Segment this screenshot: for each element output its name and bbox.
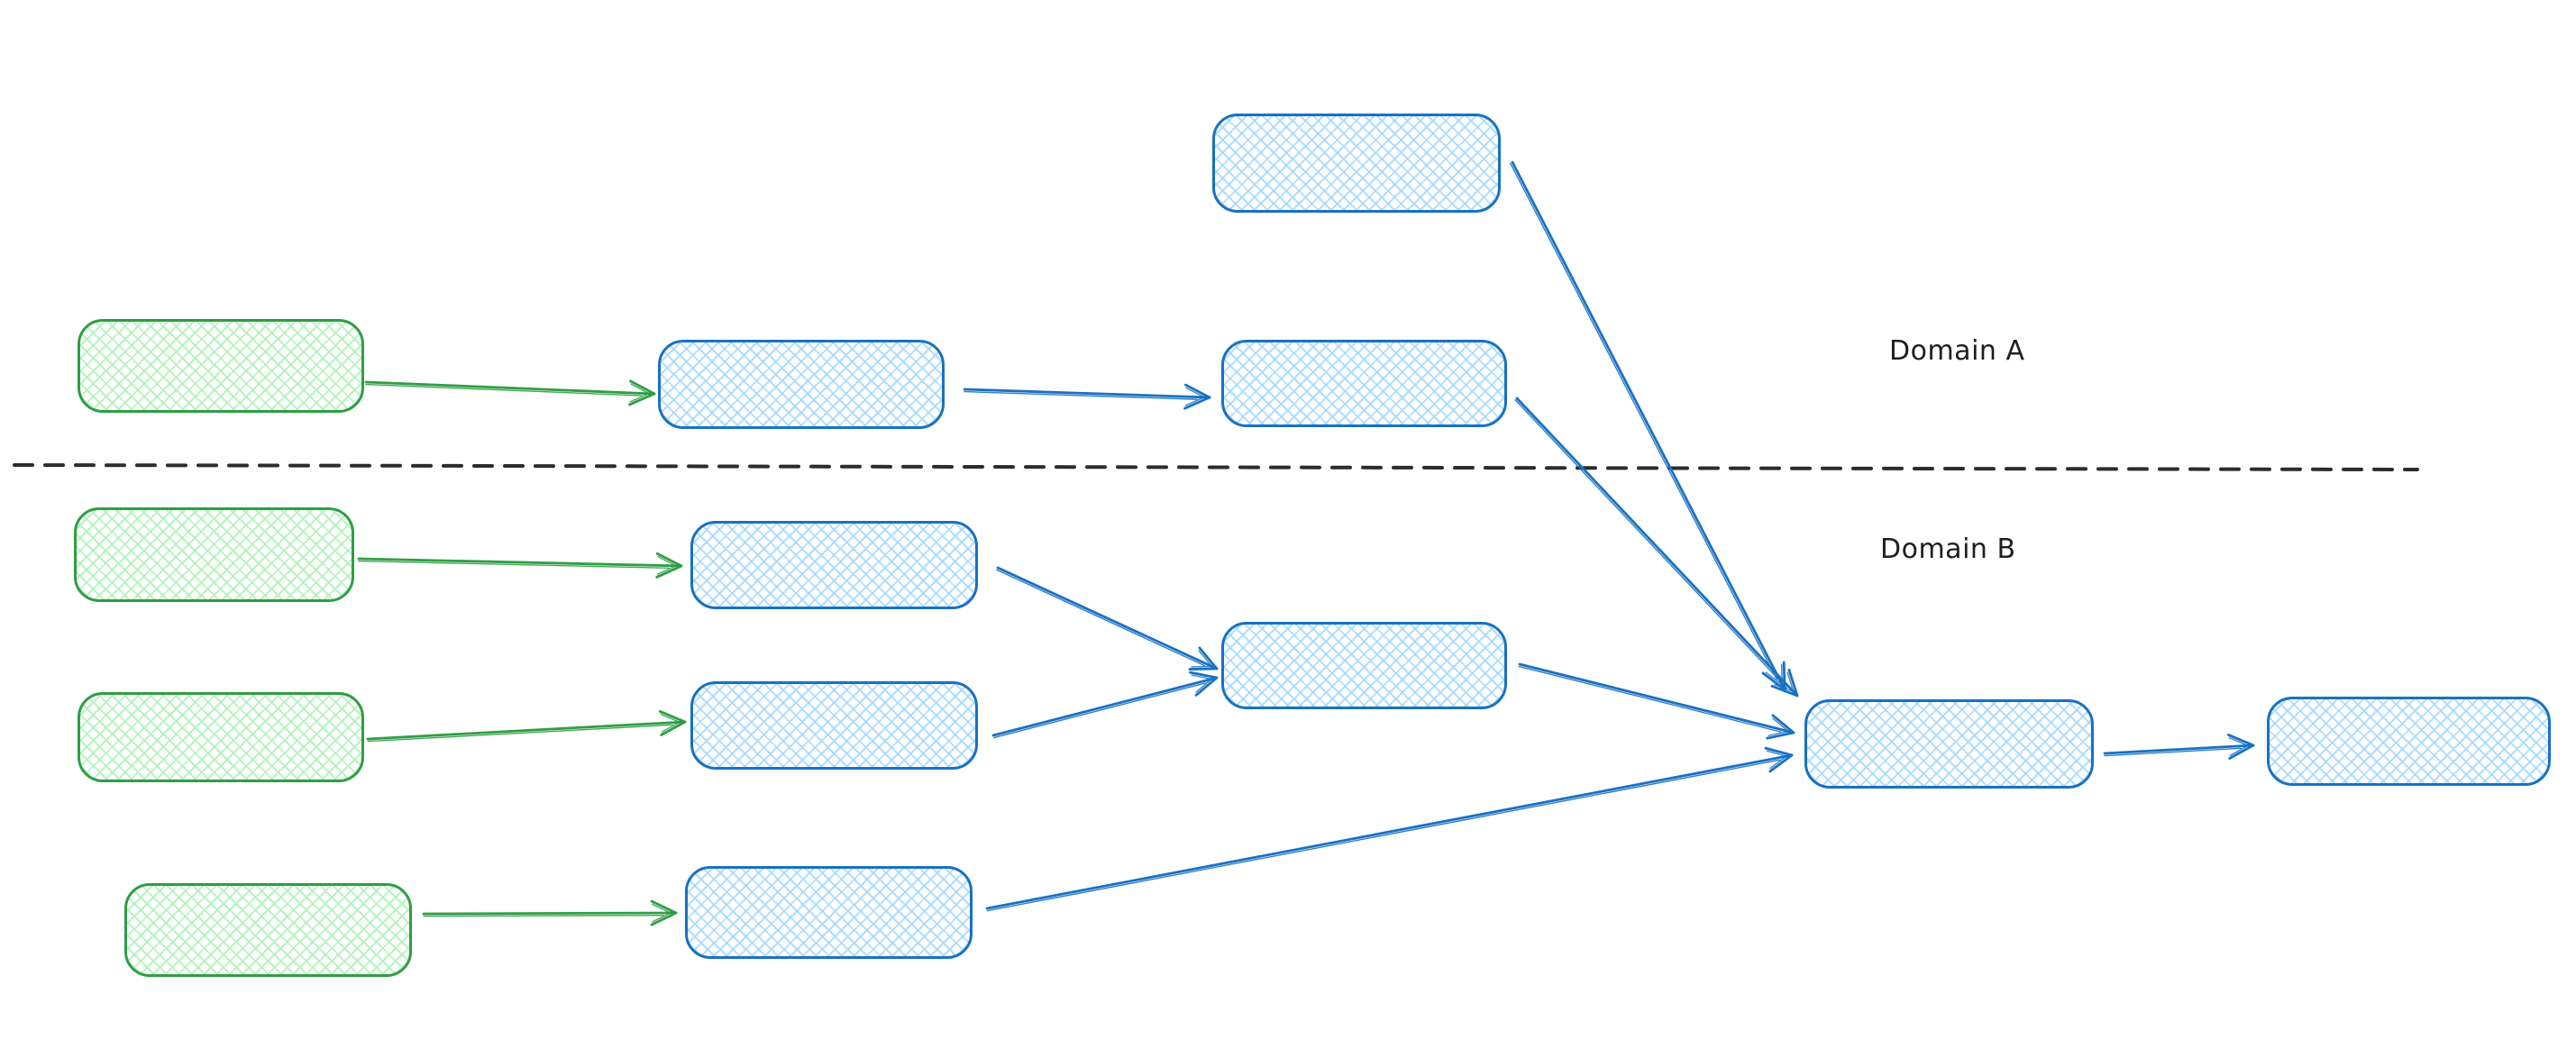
edge-top-a--sink: [1509, 160, 1786, 691]
node-a2: [1221, 340, 1507, 427]
domain-b-label: Domain B: [1880, 534, 2016, 565]
edge-b1--merge-b: [996, 566, 1219, 670]
node-source-a: [78, 319, 364, 413]
edge-a1--a2: [963, 383, 1211, 410]
node-sink: [1804, 699, 2094, 789]
node-a1: [658, 340, 945, 429]
edge-b2--merge-b: [991, 670, 1219, 739]
edge-source-a--a1: [364, 379, 656, 406]
node-source-b1: [74, 507, 354, 602]
node-top-a: [1212, 114, 1501, 213]
edge-source-b1--b1: [357, 552, 683, 579]
node-b3: [685, 866, 973, 959]
node-source-b3: [124, 883, 412, 977]
node-output: [2267, 697, 2551, 786]
edge-source-b3--b3: [422, 899, 678, 926]
node-b1: [690, 521, 978, 609]
edge-a2--sink: [1514, 397, 1799, 698]
edge-b3--sink: [985, 746, 1794, 912]
domain-a-label: Domain A: [1889, 335, 2025, 367]
edge-sink--output: [2103, 734, 2255, 760]
edge-merge-b--sink: [1518, 662, 1795, 740]
edge-source-b2--b2: [366, 710, 687, 743]
domain-divider: [13, 463, 2419, 471]
node-merge-b: [1221, 622, 1507, 709]
node-source-b2: [78, 692, 364, 782]
node-b2: [690, 681, 978, 770]
